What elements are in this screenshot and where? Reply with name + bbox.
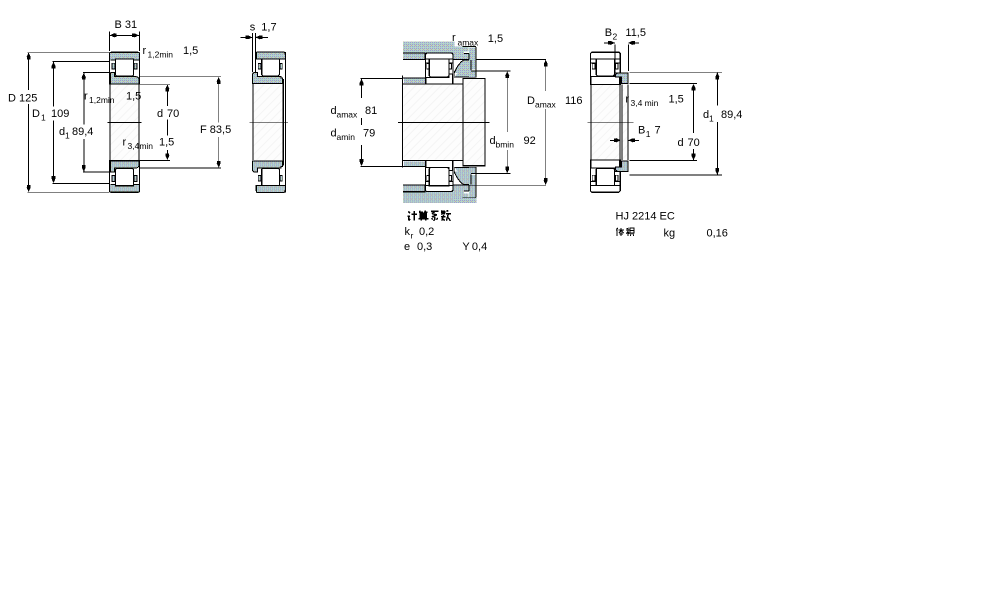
svg-text:amax: amax xyxy=(337,110,359,120)
svg-text:d: d xyxy=(157,108,163,120)
svg-text:79: 79 xyxy=(363,128,375,140)
svg-text:81: 81 xyxy=(365,105,377,117)
svg-text:s: s xyxy=(250,22,256,34)
svg-text:kg: kg xyxy=(664,228,676,240)
svg-text:70: 70 xyxy=(688,137,700,149)
svg-text:1,2min: 1,2min xyxy=(148,50,174,60)
svg-text:B: B xyxy=(638,125,645,137)
svg-text:1: 1 xyxy=(709,114,714,124)
svg-text:D: D xyxy=(527,95,535,107)
svg-text:B 31: B 31 xyxy=(115,19,138,31)
svg-text:89,4: 89,4 xyxy=(72,126,93,138)
svg-text:1,5: 1,5 xyxy=(669,94,684,106)
svg-text:r: r xyxy=(143,45,147,57)
svg-text:1,5: 1,5 xyxy=(159,137,174,149)
svg-text:7: 7 xyxy=(655,125,661,137)
svg-text:1,5: 1,5 xyxy=(126,91,141,103)
svg-text:3,4min: 3,4min xyxy=(128,141,154,151)
svg-text:r: r xyxy=(84,91,88,103)
svg-text:Y: Y xyxy=(462,241,470,253)
svg-text:r: r xyxy=(625,94,629,106)
svg-text:D 125: D 125 xyxy=(8,93,37,105)
svg-text:3,4 min: 3,4 min xyxy=(631,98,659,108)
svg-text:70: 70 xyxy=(167,108,179,120)
svg-text:e: e xyxy=(404,241,410,253)
svg-text:89,4: 89,4 xyxy=(721,109,742,121)
svg-text:1: 1 xyxy=(646,129,651,139)
svg-text:1: 1 xyxy=(65,131,70,141)
svg-text:0,3: 0,3 xyxy=(417,241,432,253)
svg-text:D: D xyxy=(32,108,40,120)
svg-text:92: 92 xyxy=(524,135,536,147)
svg-text:0,4: 0,4 xyxy=(472,241,487,253)
svg-text:109: 109 xyxy=(51,108,69,120)
svg-text:amax: amax xyxy=(535,100,557,110)
svg-text:r: r xyxy=(411,231,414,241)
svg-text:0,2: 0,2 xyxy=(419,226,434,238)
svg-text:116: 116 xyxy=(565,95,583,107)
svg-text:r: r xyxy=(452,32,456,44)
svg-text:F 83,5: F 83,5 xyxy=(200,124,231,136)
svg-text:1,7: 1,7 xyxy=(261,22,276,34)
svg-text:d: d xyxy=(678,137,684,149)
svg-text:0,16: 0,16 xyxy=(707,228,728,240)
svg-text:1: 1 xyxy=(41,113,46,123)
svg-text:HJ 2214 EC: HJ 2214 EC xyxy=(616,210,675,222)
svg-text:1,5: 1,5 xyxy=(183,45,198,57)
svg-text:bmin: bmin xyxy=(496,140,515,150)
svg-text:1,5: 1,5 xyxy=(488,33,503,45)
svg-text:11,5: 11,5 xyxy=(625,27,646,39)
svg-text:r: r xyxy=(123,137,127,149)
svg-text:2: 2 xyxy=(613,32,618,42)
svg-text:B: B xyxy=(605,27,612,39)
svg-text:amax: amax xyxy=(458,37,480,47)
svg-text:1,2min: 1,2min xyxy=(89,95,115,105)
svg-text:amin: amin xyxy=(337,132,356,142)
